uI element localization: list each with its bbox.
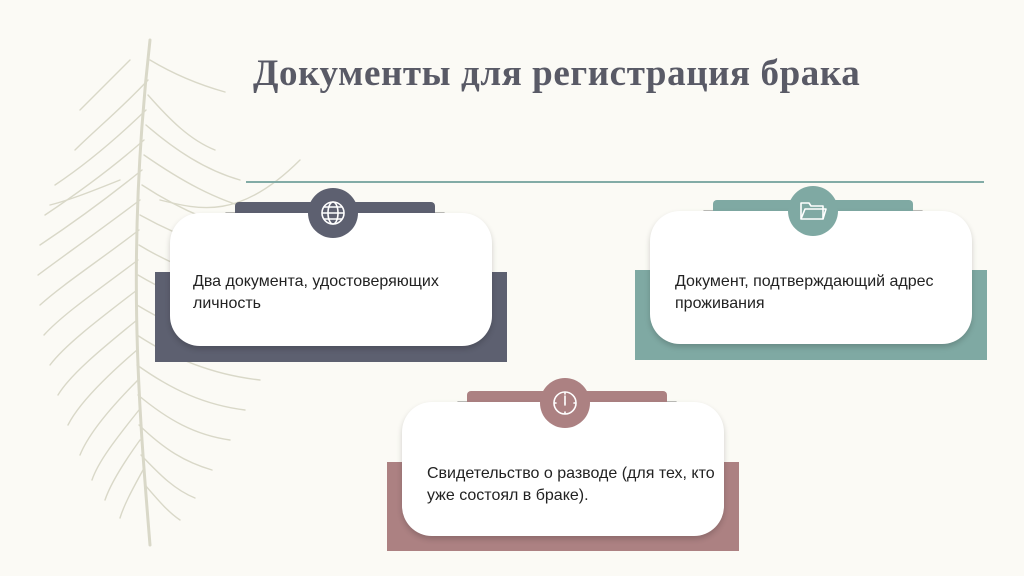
card-text: Свидетельство о разводе (для тех, кто уж… [427,465,715,504]
title-divider [246,181,984,183]
globe-icon [308,188,358,238]
card-identity-documents: Два документа, удостоверяющих личность [155,188,507,362]
card-text: Два документа, удостоверяющих личность [193,273,439,312]
slide-title: Документы для регистрация брака [253,53,861,94]
card-divorce-certificate: Свидетельство о разводе (для тех, кто уж… [387,376,739,551]
card-text: Документ, подтверждающий адрес проживани… [675,273,934,312]
card-address-document: Документ, подтверждающий адрес проживани… [635,186,987,360]
folder-icon [788,186,838,236]
clock-icon [540,378,590,428]
